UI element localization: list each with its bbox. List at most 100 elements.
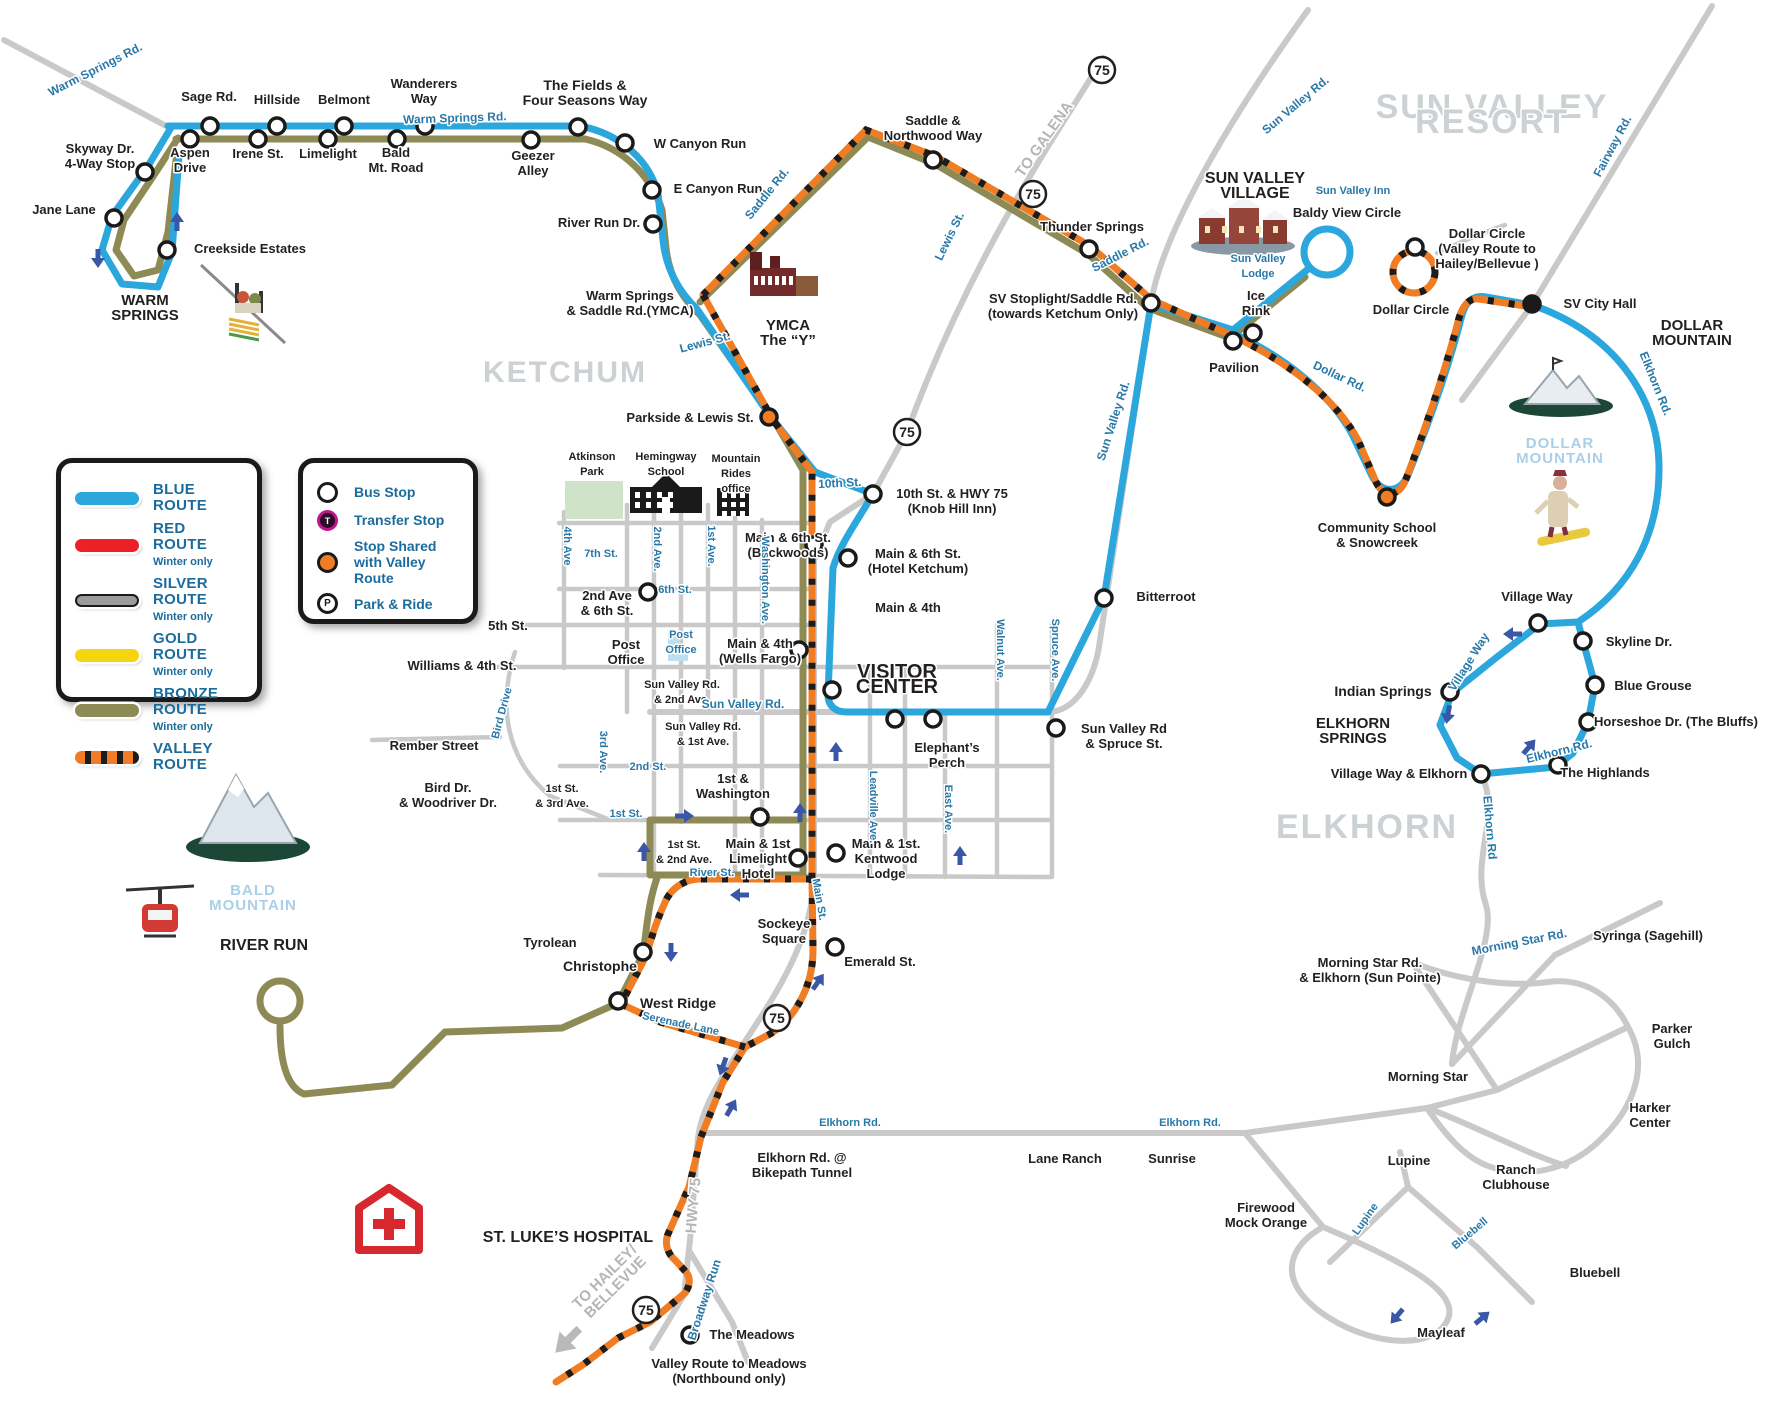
blue-route-swatch bbox=[75, 491, 139, 505]
route-direction-arrow bbox=[1503, 627, 1522, 641]
legend-row-transfer-stop: T Transfer Stop bbox=[317, 510, 459, 531]
stop-label: Belmont bbox=[318, 92, 371, 107]
legend-row-bus-stop: Bus Stop bbox=[317, 482, 459, 503]
highway-75-shield: 75 bbox=[631, 1295, 661, 1325]
bus-stop-marker bbox=[608, 991, 628, 1011]
valley-route-main bbox=[699, 291, 816, 881]
route-direction-arrow bbox=[1473, 1311, 1490, 1326]
bald-mountain-icon bbox=[186, 772, 310, 862]
route-direction-arrow bbox=[1521, 739, 1536, 756]
bus-stop-marker bbox=[1522, 294, 1542, 314]
bus-stop-marker bbox=[643, 214, 663, 234]
ranch-clubhouse-road bbox=[1424, 1105, 1569, 1169]
legend-label: Bus Stop bbox=[354, 484, 416, 501]
bus-stop-marker bbox=[200, 116, 220, 136]
bus-stop-marker bbox=[267, 116, 287, 136]
legend-row-bronze: BRONZE ROUTE Winter only bbox=[75, 686, 243, 734]
bronze-route-first-street-loop bbox=[646, 816, 807, 879]
stop-label: Rember Street bbox=[390, 738, 480, 753]
valley-dash bbox=[700, 125, 1235, 340]
bus-stop-marker bbox=[789, 640, 809, 660]
bus-stop-marker bbox=[804, 535, 824, 555]
road-label: Elkhorn Rd. bbox=[1159, 1117, 1221, 1129]
stop-label: 10th St. & HWY 75(Knob Hill Inn) bbox=[896, 486, 1008, 516]
morning-star-north-road bbox=[1409, 959, 1631, 1030]
route-direction-arrow bbox=[730, 888, 749, 902]
stop-label: Creekside Estates bbox=[194, 241, 306, 256]
bus-stop-icon bbox=[317, 482, 338, 503]
bronze-route-warm-springs-loop bbox=[112, 134, 182, 280]
road-label: River St. bbox=[690, 867, 735, 879]
valley-dash bbox=[1389, 247, 1439, 297]
road-label: Sun Valley Inn bbox=[1316, 185, 1391, 197]
stop-label: Horseshoe Dr. (The Bluffs) bbox=[1594, 714, 1758, 729]
legend-label: Park & Ride bbox=[354, 595, 433, 612]
road-label: Walnut Ave. bbox=[994, 619, 1006, 681]
stop-label: Morning Star Rd.& Elkhorn (Sun Pointe) bbox=[1299, 955, 1441, 985]
route-direction-arrow bbox=[1390, 1307, 1405, 1324]
gondola-icon bbox=[125, 884, 195, 938]
warm-springs-road bbox=[1, 37, 173, 131]
highway-75-shield: 75 bbox=[762, 1003, 792, 1033]
ymca-building-icon bbox=[750, 252, 818, 296]
region-label: SUN VALLEYRESORT bbox=[1376, 88, 1609, 141]
park-green-icon bbox=[565, 481, 623, 519]
route-direction-arrow bbox=[91, 249, 105, 268]
road-label: HWY 75 bbox=[683, 1177, 705, 1234]
bird-drive-road bbox=[504, 649, 613, 823]
road-label: 7th St. bbox=[584, 548, 618, 560]
bus-stop-marker bbox=[334, 116, 354, 136]
dollar-circle-link-road bbox=[1434, 222, 1508, 256]
legend-row-park-ride: P Park & Ride bbox=[317, 593, 459, 615]
legend-label: RED ROUTE bbox=[153, 520, 207, 553]
shared-stop-icon bbox=[317, 551, 338, 573]
bus-stop-marker bbox=[680, 1325, 700, 1345]
road-label: Leadville Ave. bbox=[867, 771, 879, 844]
dollar-mountain-icon bbox=[1509, 356, 1613, 417]
stop-label: Thunder Springs bbox=[1040, 219, 1144, 234]
bus-stop-marker bbox=[1243, 323, 1263, 343]
bus-stop-marker bbox=[1223, 331, 1243, 351]
road-label: Spruce Ave. bbox=[1049, 619, 1061, 682]
shared-stop-marker bbox=[1377, 487, 1397, 507]
bus-stop-marker bbox=[1528, 613, 1548, 633]
valley-route-dollar bbox=[1229, 295, 1536, 498]
blue-route-dollar-road bbox=[1229, 293, 1536, 493]
road-label: 1st St. bbox=[609, 808, 642, 820]
elkhorn-road-south bbox=[1449, 771, 1492, 1067]
bus-stop-marker bbox=[638, 582, 658, 602]
broadway-run-road bbox=[687, 1249, 751, 1365]
stop-label: Bird Dr.& Woodriver Dr. bbox=[399, 780, 497, 810]
bus-stop-marker bbox=[1471, 764, 1491, 784]
stop-label: Pavilion bbox=[1209, 360, 1259, 375]
icons-layer bbox=[125, 196, 1613, 1254]
park-and-ride-icon: P bbox=[317, 593, 338, 615]
arrows-layer bbox=[91, 212, 1536, 1353]
hospital-icon bbox=[355, 1184, 423, 1254]
road-label: Elkhorn Rd. bbox=[819, 1117, 881, 1129]
bus-stop-marker bbox=[521, 130, 541, 150]
stop-label: Williams & 4th St. bbox=[408, 658, 517, 673]
stop-label: Tyrolean bbox=[523, 935, 576, 950]
legend-label: SILVER ROUTE bbox=[153, 575, 208, 608]
stop-label: The Meadows bbox=[709, 1327, 794, 1342]
stop-label: 1st St.& 3rd Ave. bbox=[535, 783, 589, 810]
bus-stop-marker bbox=[1440, 682, 1460, 702]
